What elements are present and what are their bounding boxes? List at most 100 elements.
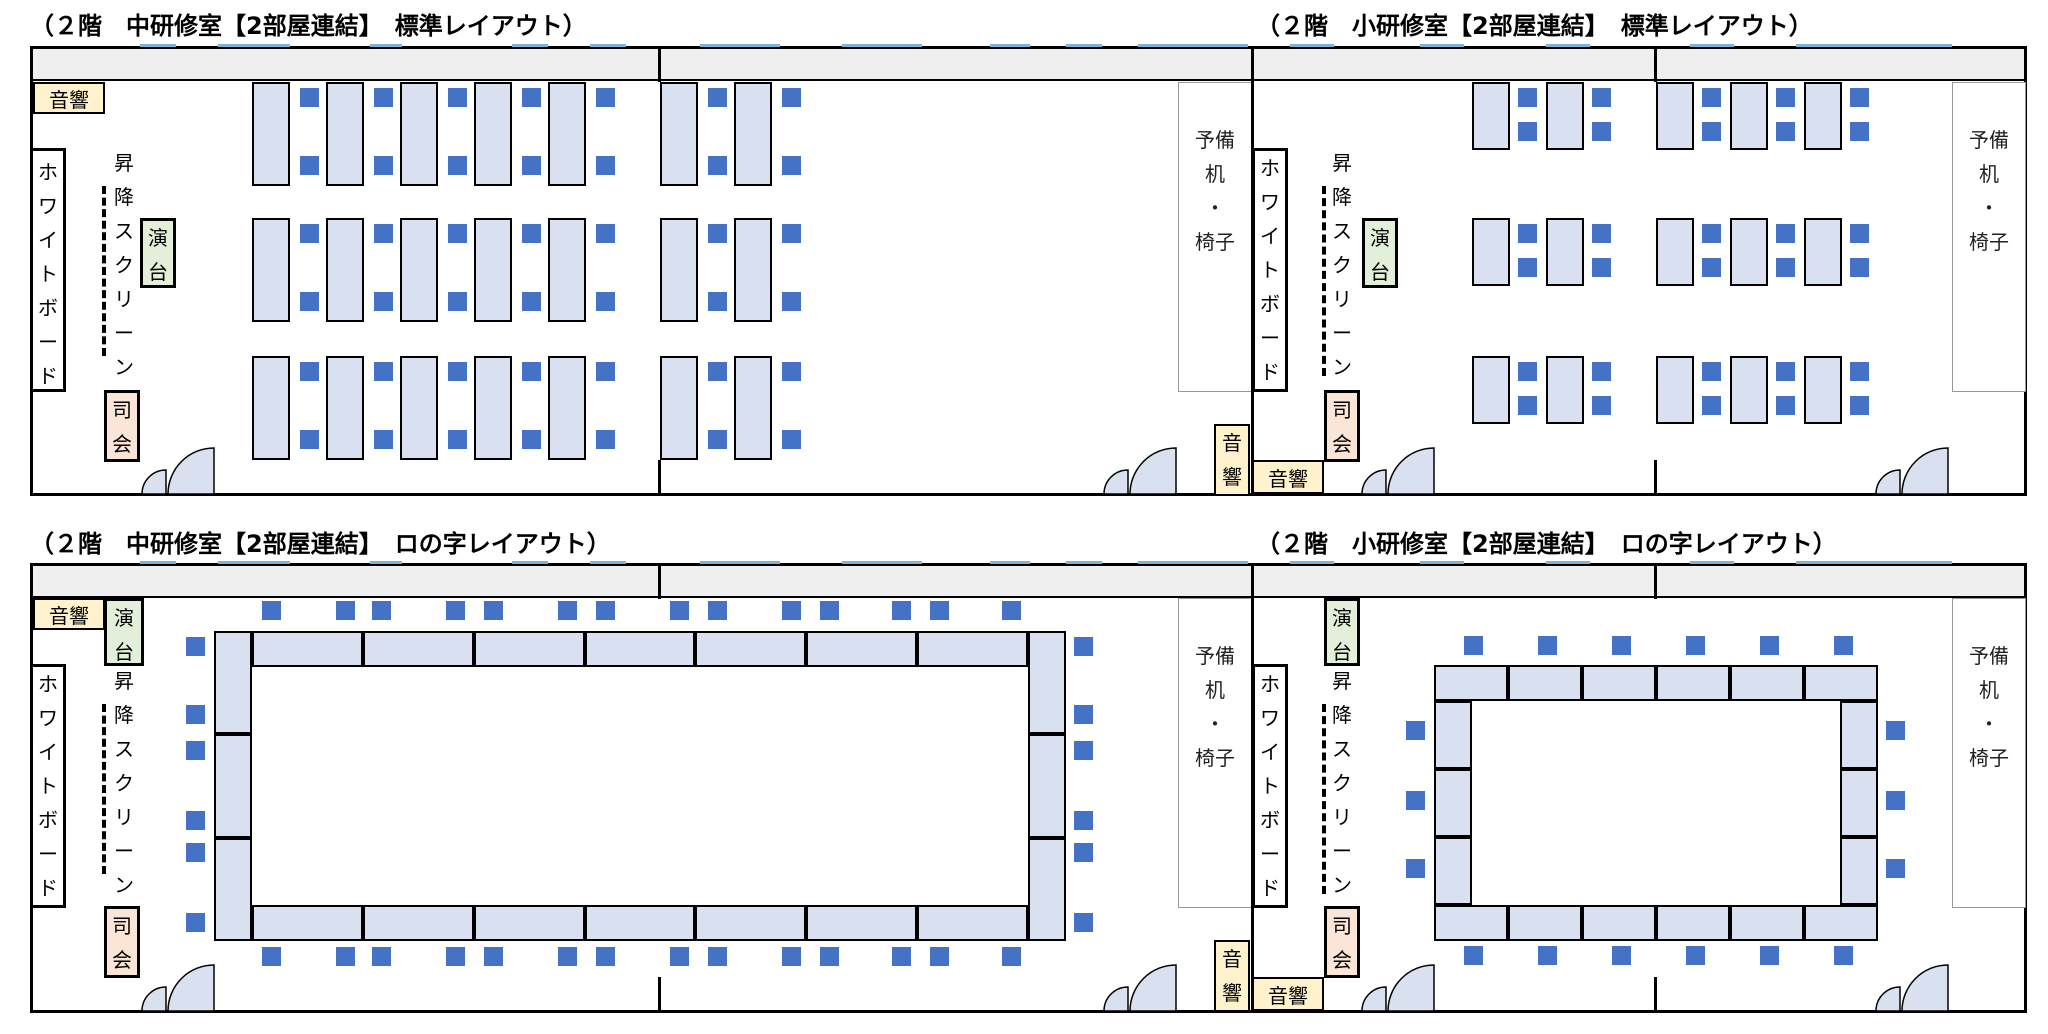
chair — [1592, 88, 1611, 107]
desk — [1730, 218, 1768, 286]
window — [140, 44, 176, 47]
desk — [362, 631, 474, 667]
chair — [596, 601, 615, 620]
chair — [596, 947, 615, 966]
chair — [1686, 636, 1705, 655]
desk — [326, 82, 364, 186]
desk — [362, 905, 474, 941]
chair — [448, 156, 467, 175]
desk — [660, 356, 698, 460]
whiteboard: ホ ワ イ ト ボ ー ド — [1252, 148, 1288, 392]
window — [218, 44, 290, 47]
mc-stand: 司 会 — [1324, 390, 1360, 462]
chair — [930, 947, 949, 966]
chair — [374, 224, 393, 243]
window — [1138, 44, 1248, 47]
chair — [1538, 636, 1557, 655]
mc-stand: 司 会 — [1324, 906, 1360, 978]
spare-desks-chairs: 予備 机 ・ 椅子 — [1178, 598, 1252, 908]
chair — [262, 947, 281, 966]
chair — [1518, 258, 1537, 277]
chair — [596, 156, 615, 175]
chair — [448, 292, 467, 311]
window — [1796, 44, 1952, 47]
chair — [186, 843, 205, 862]
chair — [522, 430, 541, 449]
desk — [806, 905, 918, 941]
chair — [782, 947, 801, 966]
chair — [374, 292, 393, 311]
lectern: 演 台 — [140, 218, 176, 288]
lift-screen — [102, 186, 106, 356]
chair — [1760, 636, 1779, 655]
window — [1690, 44, 1734, 47]
window-band — [33, 49, 1251, 81]
desk — [1472, 82, 1510, 150]
window — [842, 44, 922, 47]
chair — [522, 224, 541, 243]
window — [1546, 44, 1590, 47]
chair — [1592, 122, 1611, 141]
chair — [558, 601, 577, 620]
chair — [708, 224, 727, 243]
desk — [474, 356, 512, 460]
mc-stand: 司 会 — [104, 906, 140, 978]
desk — [548, 82, 586, 186]
desk — [1804, 218, 1842, 286]
room-outline — [30, 46, 1254, 496]
lift-screen — [102, 704, 106, 874]
chair — [1612, 636, 1631, 655]
desk — [473, 905, 585, 941]
desk — [400, 82, 438, 186]
chair — [446, 601, 465, 620]
chair — [522, 362, 541, 381]
window — [1796, 561, 1952, 564]
chair — [186, 913, 205, 932]
door — [1103, 447, 1177, 495]
desk — [1656, 218, 1694, 286]
chair — [1850, 88, 1869, 107]
desk — [1804, 905, 1878, 941]
sound-station: 音響 — [33, 598, 105, 630]
chair — [1850, 224, 1869, 243]
chair — [782, 601, 801, 620]
lift-screen-label: 昇 降 ス ク リ ー ン — [1332, 669, 1352, 897]
desk — [806, 631, 918, 667]
chair — [1850, 362, 1869, 381]
door — [141, 447, 215, 495]
desk — [1582, 905, 1656, 941]
window — [590, 561, 626, 564]
window — [1546, 561, 1590, 564]
door — [1875, 964, 1949, 1012]
desk — [917, 631, 1028, 667]
chair — [186, 705, 205, 724]
whiteboard: ホ ワ イ ト ボ ー ド — [30, 664, 66, 908]
lift-screen-label: 昇 降 ス ク リ ー ン — [114, 669, 134, 897]
desk — [1840, 701, 1878, 769]
room-divider — [658, 977, 661, 1013]
lift-screen-label: 昇 降 ス ク リ ー ン — [114, 151, 134, 379]
desk — [326, 218, 364, 322]
chair — [782, 156, 801, 175]
door — [1361, 447, 1435, 495]
chair — [1592, 396, 1611, 415]
chair — [782, 224, 801, 243]
desk — [1434, 905, 1508, 941]
desk — [1656, 82, 1694, 150]
window — [1690, 561, 1734, 564]
room-divider — [1654, 46, 1657, 82]
window — [1420, 561, 1464, 564]
chair — [708, 292, 727, 311]
chair — [1886, 791, 1905, 810]
chair — [1776, 122, 1795, 141]
chair — [1850, 258, 1869, 277]
chair — [522, 292, 541, 311]
chair — [448, 224, 467, 243]
desk — [584, 905, 696, 941]
chair — [596, 224, 615, 243]
door — [1361, 964, 1435, 1012]
chair — [1518, 396, 1537, 415]
chair — [1518, 88, 1537, 107]
desk — [584, 631, 696, 667]
chair — [374, 362, 393, 381]
